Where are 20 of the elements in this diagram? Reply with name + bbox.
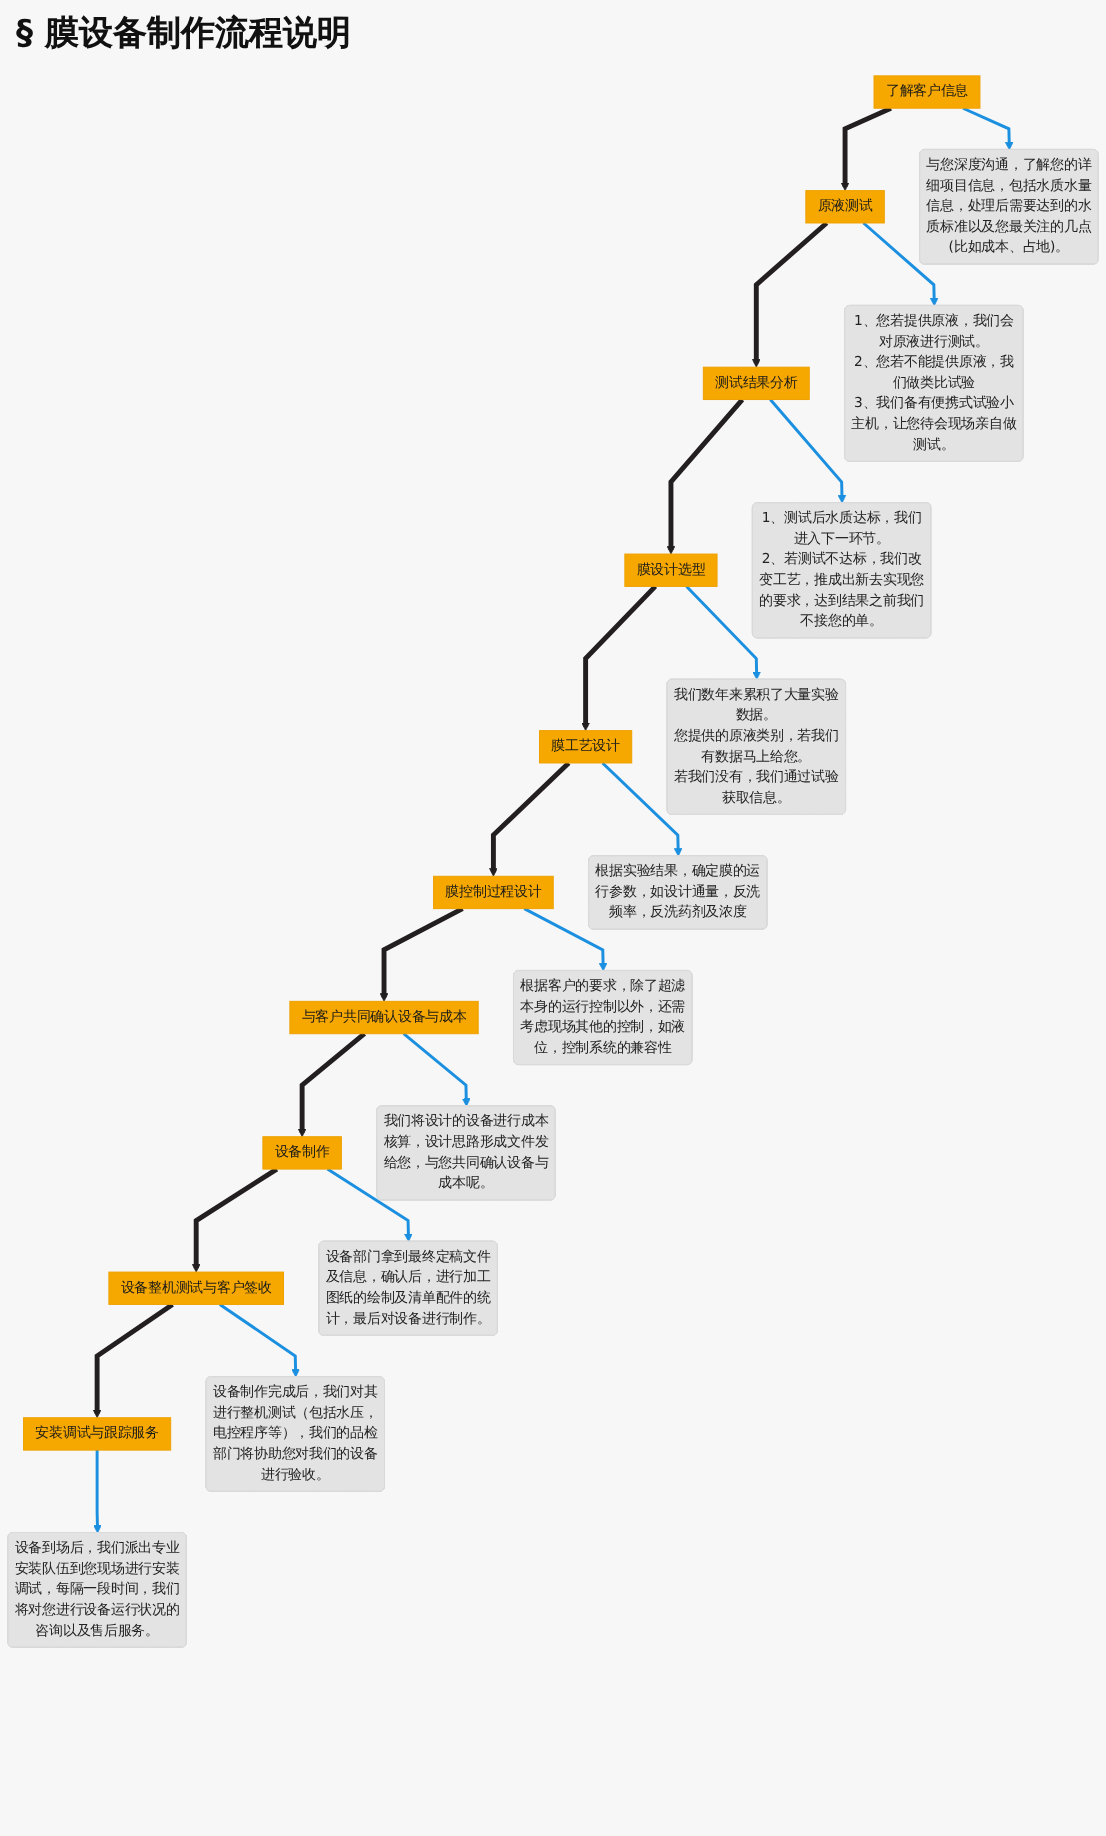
arrow [601, 761, 683, 857]
arrow [297, 1031, 366, 1138]
arrow [752, 221, 829, 368]
arrow [840, 106, 892, 191]
arrow [666, 397, 745, 555]
title: § 膜设备制作流程说明 [16, 12, 351, 56]
arrow [219, 1303, 300, 1378]
arrow [581, 584, 658, 731]
arrow [862, 221, 939, 307]
arrow [769, 398, 847, 504]
arrow [402, 1032, 471, 1107]
arrow [523, 907, 608, 972]
arrow [191, 1167, 279, 1273]
arrow [92, 1302, 174, 1419]
arrow [685, 585, 761, 680]
arrow [379, 906, 464, 1002]
arrow [962, 106, 1014, 151]
arrow [326, 1167, 413, 1243]
arrow [489, 761, 571, 877]
arrow [93, 1450, 102, 1534]
